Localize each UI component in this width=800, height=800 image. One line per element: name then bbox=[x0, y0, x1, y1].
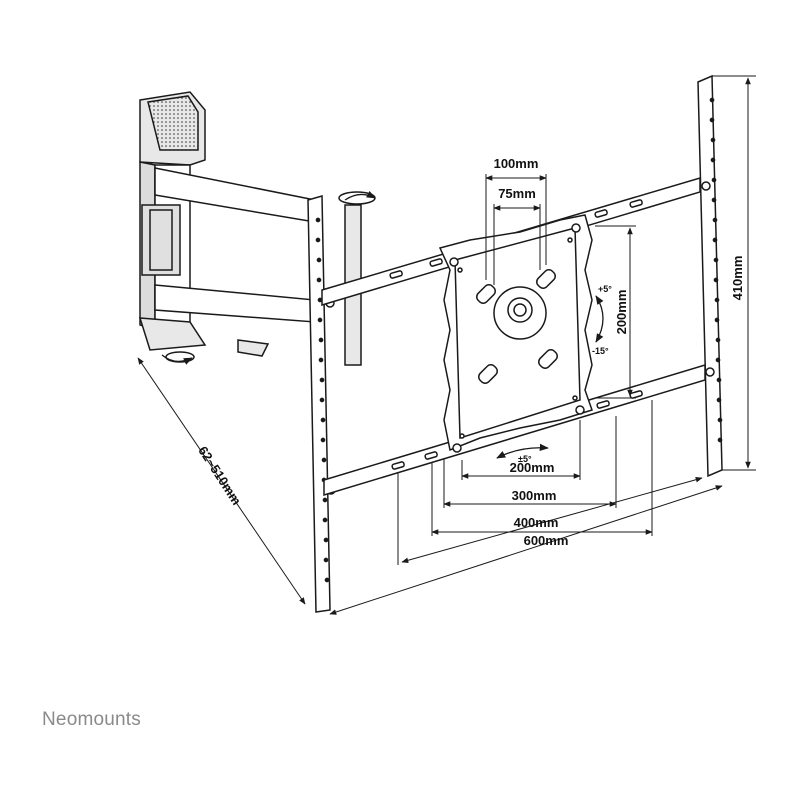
vertical-rail-right bbox=[697, 74, 723, 478]
dim-spacing-200-label: 200mm bbox=[510, 460, 555, 475]
brand-logo-text: Neomounts bbox=[42, 709, 141, 730]
vesa-plate bbox=[438, 214, 593, 453]
dim-vesa-75-label: 75mm bbox=[498, 186, 536, 201]
angle-rotation-label: ±5° bbox=[518, 454, 532, 464]
dim-spacing-600-label: 600mm bbox=[524, 533, 569, 548]
dim-arm-extension-label: 62~510mm bbox=[195, 443, 244, 507]
dim-vesa-200-vertical-label: 200mm bbox=[614, 290, 629, 335]
dim-vesa-100-label: 100mm bbox=[494, 156, 539, 171]
dim-spacing-400-label: 400mm bbox=[514, 515, 559, 530]
dim-spacing-300-label: 300mm bbox=[512, 488, 557, 503]
vertical-rail-left bbox=[307, 195, 336, 613]
dimension-lines bbox=[137, 75, 756, 615]
angle-tilt-down-label: -15° bbox=[592, 346, 609, 356]
dim-wall-plate-height-label: 410mm bbox=[730, 256, 745, 301]
angle-tilt-up-label: +5° bbox=[598, 284, 612, 294]
